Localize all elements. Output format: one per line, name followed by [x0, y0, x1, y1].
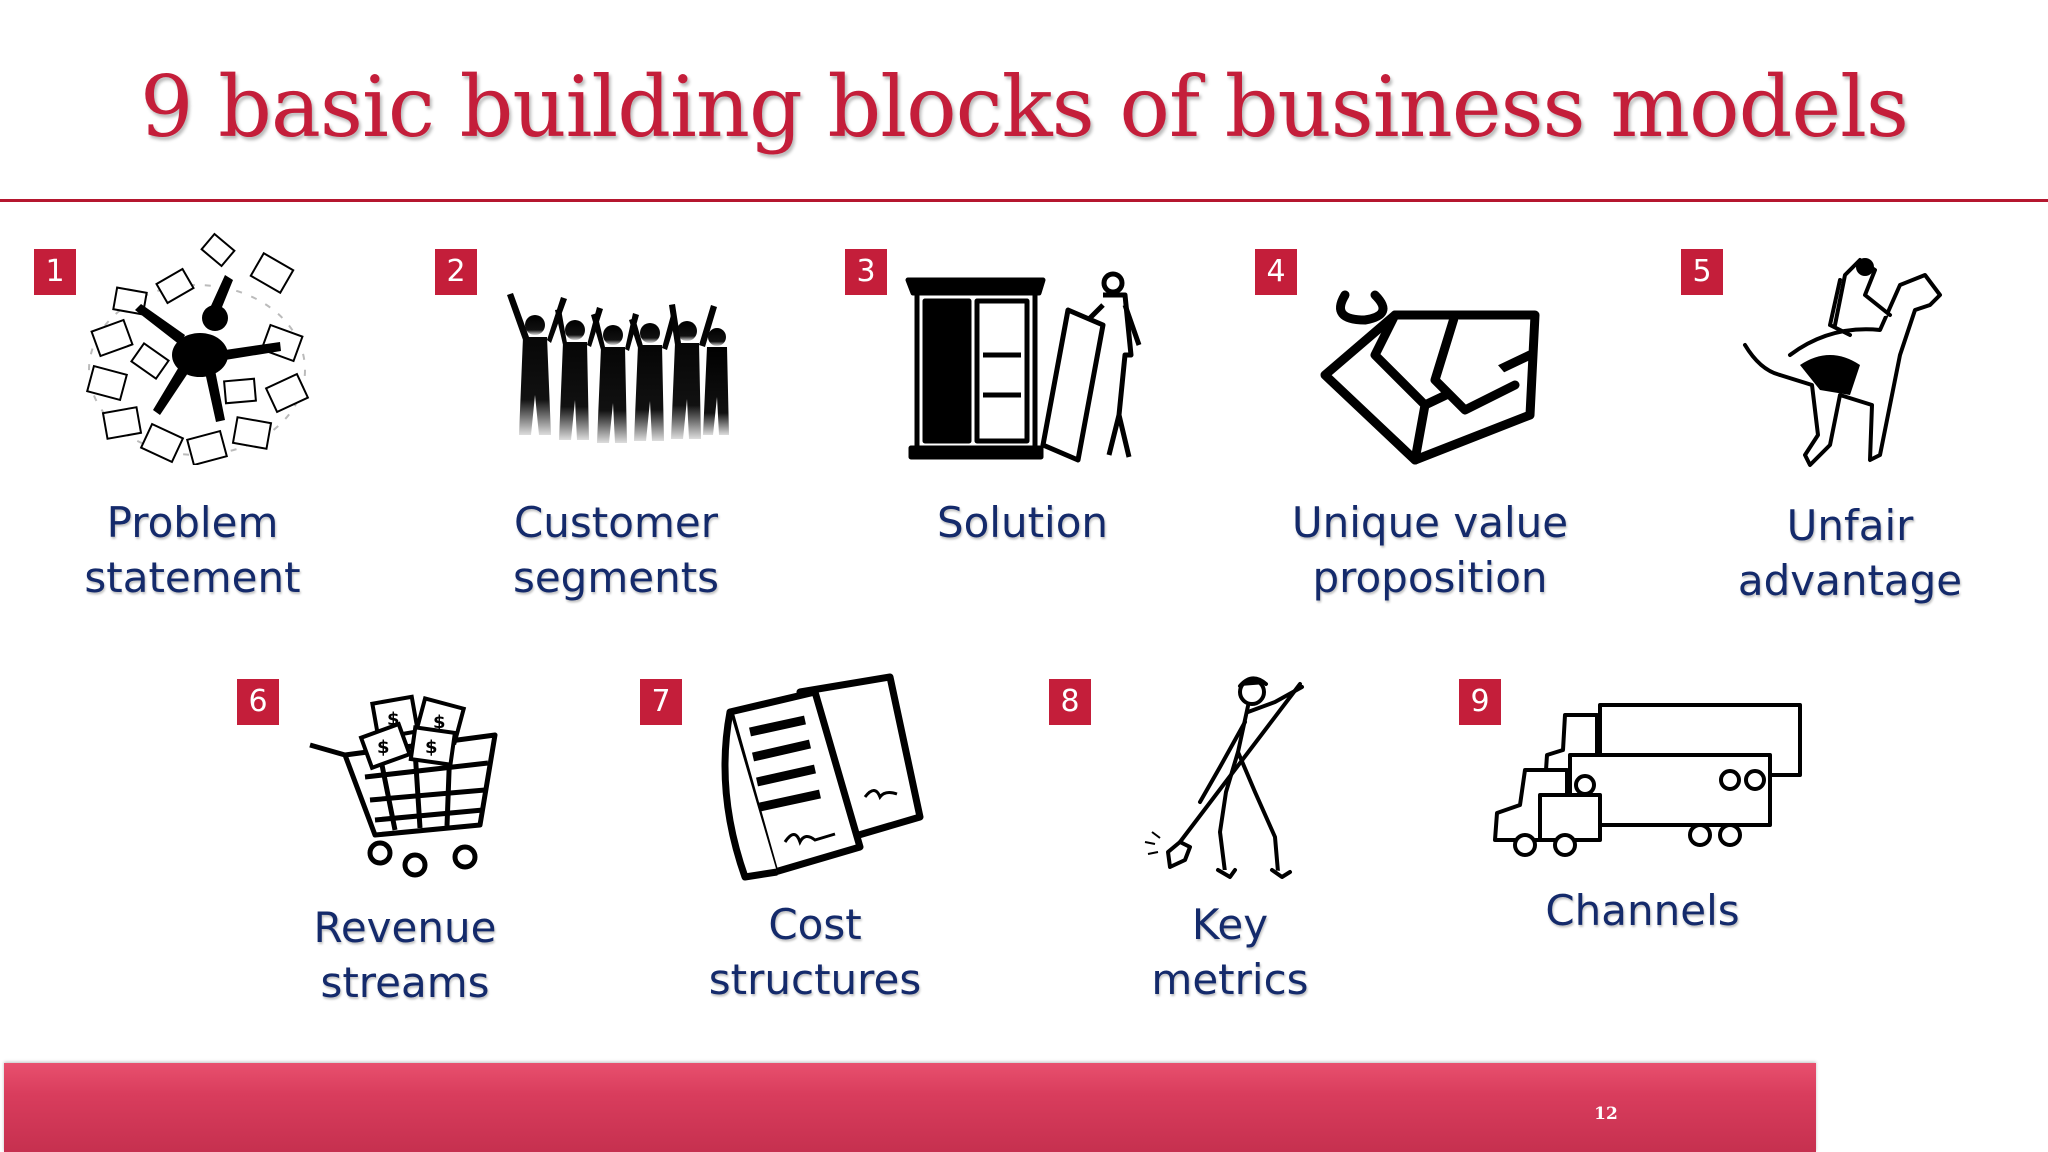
documents-icon — [721, 673, 924, 881]
worker-shovel-icon — [1144, 676, 1304, 879]
block-number-badge: 7 — [640, 679, 682, 725]
block-label: Solution — [936, 498, 1109, 547]
svg-text:$: $ — [377, 737, 390, 758]
block-number-badge: 9 — [1459, 679, 1501, 725]
block-number-badge: 5 — [1681, 249, 1723, 295]
wardrobe-mover-icon — [905, 271, 1142, 463]
paper-storm-icon — [85, 232, 310, 465]
money-cart-icon: $ $ $ $ — [309, 694, 498, 878]
footer-bar — [4, 1063, 1816, 1152]
block-number-badge: 1 — [34, 249, 76, 295]
block-number-badge: 6 — [237, 679, 279, 725]
crowd-icon — [507, 293, 729, 443]
svg-text:$: $ — [387, 709, 400, 730]
block-label: Channels — [1545, 886, 1740, 935]
slide-title: 9 basic building blocks of business mode… — [139, 58, 1909, 156]
racehorse-jockey-icon — [1743, 258, 1942, 467]
svg-text:$: $ — [433, 712, 446, 733]
title-divider — [0, 199, 2048, 202]
block-number-badge: 3 — [845, 249, 887, 295]
trucks-icon — [1493, 703, 1802, 857]
block-number-badge: 2 — [435, 249, 477, 295]
gift-box-icon — [1320, 290, 1540, 465]
block-number-badge: 4 — [1255, 249, 1297, 295]
svg-text:$: $ — [425, 737, 438, 758]
page-number: 12 — [1594, 1104, 1618, 1124]
block-number-badge: 8 — [1049, 679, 1091, 725]
